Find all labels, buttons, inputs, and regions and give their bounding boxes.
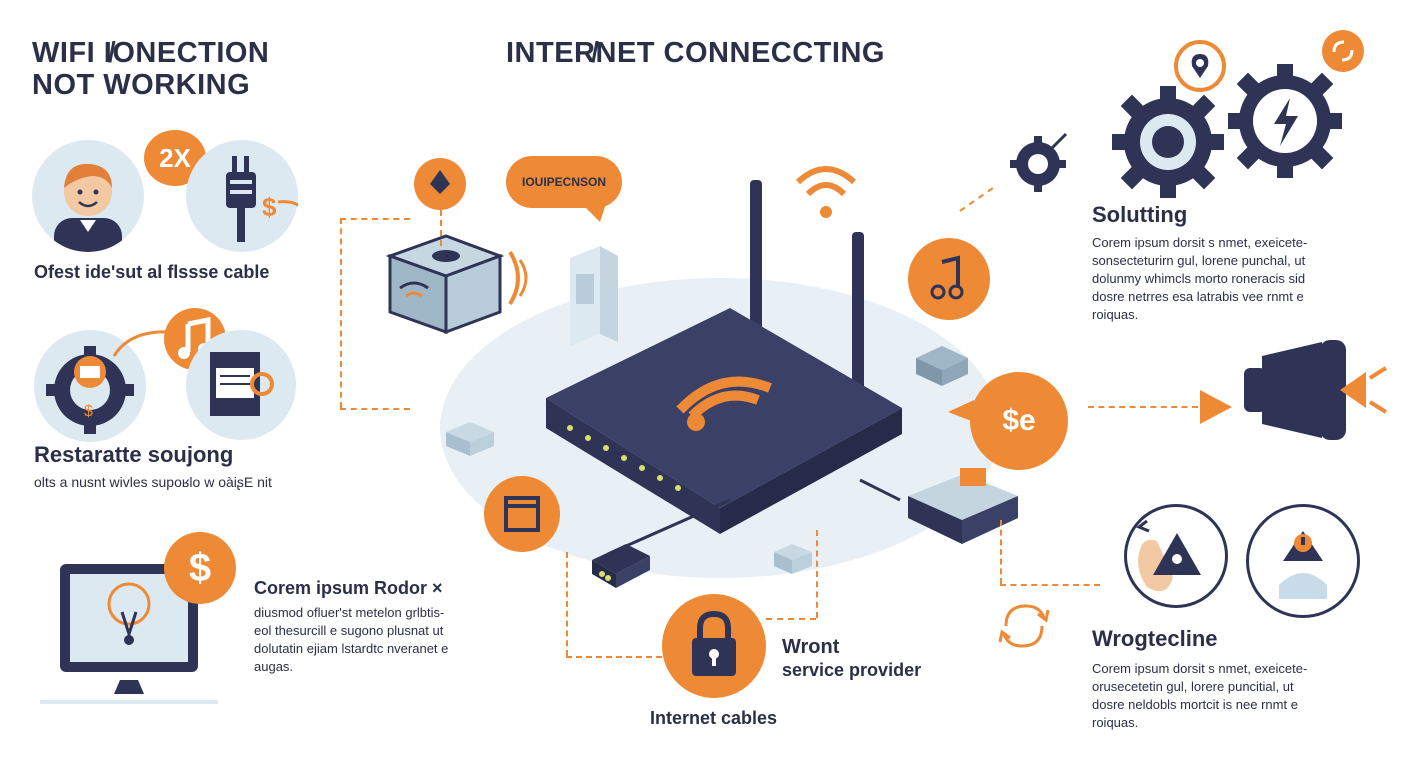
lock-title-line1: Wront <box>782 636 840 658</box>
right-body-2-line2: orusecetetin gul, lorere puncitial, ut <box>1092 679 1294 694</box>
badge-label: 2X <box>159 143 191 173</box>
dashed-connector <box>1088 406 1198 408</box>
adapter-icon <box>592 544 650 588</box>
warning-icon <box>1246 504 1360 618</box>
right-body-1-line5: roiquas. <box>1092 307 1139 322</box>
right-heading-2: Wrogtecline <box>1092 626 1218 651</box>
small-box-icon <box>446 422 494 456</box>
dashed-connector <box>440 210 442 246</box>
dashed-connector <box>340 408 410 410</box>
left-body-3: diusmod ofluer'st metelon grlbtis- eol t… <box>254 604 448 676</box>
dollar-callout-label: $e <box>1002 404 1036 437</box>
router-icon <box>540 178 910 538</box>
person-avatar-icon <box>32 140 144 252</box>
callout-label: IOUIPECNSON <box>521 175 606 189</box>
right-body-1-line4: dosre netrres esa latrabis vee rnmt e <box>1092 289 1304 304</box>
big-gear-icon <box>1112 86 1224 198</box>
dollar-badge-label: $ <box>188 546 212 590</box>
connector-curve <box>112 330 171 357</box>
small-box-icon-2 <box>774 544 812 574</box>
signal-waves <box>508 250 528 306</box>
dashed-connector <box>340 218 342 408</box>
left-heading-3: Corem ipsum Rodor × <box>254 578 443 598</box>
lock-title-line2: service provider <box>782 660 922 680</box>
gear-basket-icon: $ <box>34 330 146 442</box>
lightning-gear-icon <box>1228 64 1342 178</box>
left-body-3-line4: augas. <box>254 659 294 674</box>
left-caption-1: Ofest ideʹsut al flssse cable <box>34 262 270 282</box>
dashed-connector <box>340 218 410 220</box>
modem-box-icon <box>380 226 510 336</box>
arrow-right-icon <box>1200 390 1232 424</box>
left-title-line1: WIFI I̸ONECTION <box>32 37 270 69</box>
gear-icon <box>1010 132 1068 192</box>
power-plug-icon: $ <box>186 140 306 252</box>
right-body-2-line1: Corem ipsum dorsit s nmet, exeicete- <box>1092 661 1308 676</box>
dollar-callout: $e <box>970 372 1068 470</box>
browser-window-icon <box>484 476 560 552</box>
dashed-connector <box>566 656 662 658</box>
center-title: INTER̸NET CONNECCTING <box>506 37 885 69</box>
location-pin-icon <box>1174 40 1226 92</box>
location-arrow-badge <box>414 158 466 210</box>
dashed-connector <box>1000 520 1002 584</box>
right-body-2-line3: dosre neldobls mortcit is nee rnmt e <box>1092 697 1298 712</box>
dashed-connector <box>566 552 568 656</box>
left-body-3-line1: diusmod ofluer'st metelon grlbtis- <box>254 605 445 620</box>
dashed-connector <box>816 530 818 618</box>
small-device-icon <box>916 346 968 386</box>
sync-icon <box>998 604 1050 648</box>
left-body-3-line2: eol thesurcill e sugono plusnat ut <box>254 623 444 638</box>
cable-lines <box>607 478 901 556</box>
equipment-callout: IOUIPECNSON <box>506 156 622 208</box>
right-body-1-line2: sonsecteturirn gul, lorene punchal, ut <box>1092 253 1306 268</box>
right-body-1-line1: Corem ipsum dorsit s nmet, exeicete- <box>1092 235 1308 250</box>
left-body-3-line3: dolutatin ejiam lstardtc nveranet e <box>254 641 449 656</box>
monitor-bulb-icon <box>40 562 218 708</box>
music-note-badge <box>908 238 990 320</box>
dashed-connector <box>766 618 816 620</box>
left-caption-2: olts a nusnt wivles supoʁlo w oàiʂE nit <box>34 474 272 490</box>
printer-icon <box>186 330 296 440</box>
cables-label: Internet cables <box>650 708 778 728</box>
megaphone-icon <box>1244 340 1388 440</box>
dashed-connector <box>1000 584 1100 586</box>
dashed-connector <box>959 187 994 212</box>
right-body-2: Corem ipsum dorsit s nmet, exeicete- oru… <box>1092 660 1307 732</box>
switch-device-icon <box>908 468 1018 544</box>
callout-tail <box>582 204 606 222</box>
tower-device-icon <box>564 238 634 348</box>
svg-text:$: $ <box>262 192 277 222</box>
right-body-1-line3: dolunmy whimcls morto roneracis sid <box>1092 271 1306 286</box>
left-heading-2: Restaratte soujong <box>34 442 234 467</box>
lock-icon <box>662 594 766 698</box>
dollar-gear-icon: $ <box>164 532 236 604</box>
hand-warning-icon <box>1124 504 1228 608</box>
wifi-icon <box>795 166 857 218</box>
right-body-1: Corem ipsum dorsit s nmet, exeicete- son… <box>1092 234 1307 324</box>
right-body-2-line4: roiquas. <box>1092 715 1139 730</box>
left-title-line2: NOT WORKING <box>32 69 251 101</box>
right-heading-1: Solutting <box>1092 202 1188 227</box>
svg-text:$: $ <box>84 403 93 420</box>
callout-tail-2 <box>948 400 974 422</box>
sync-badge-icon <box>1322 30 1364 72</box>
